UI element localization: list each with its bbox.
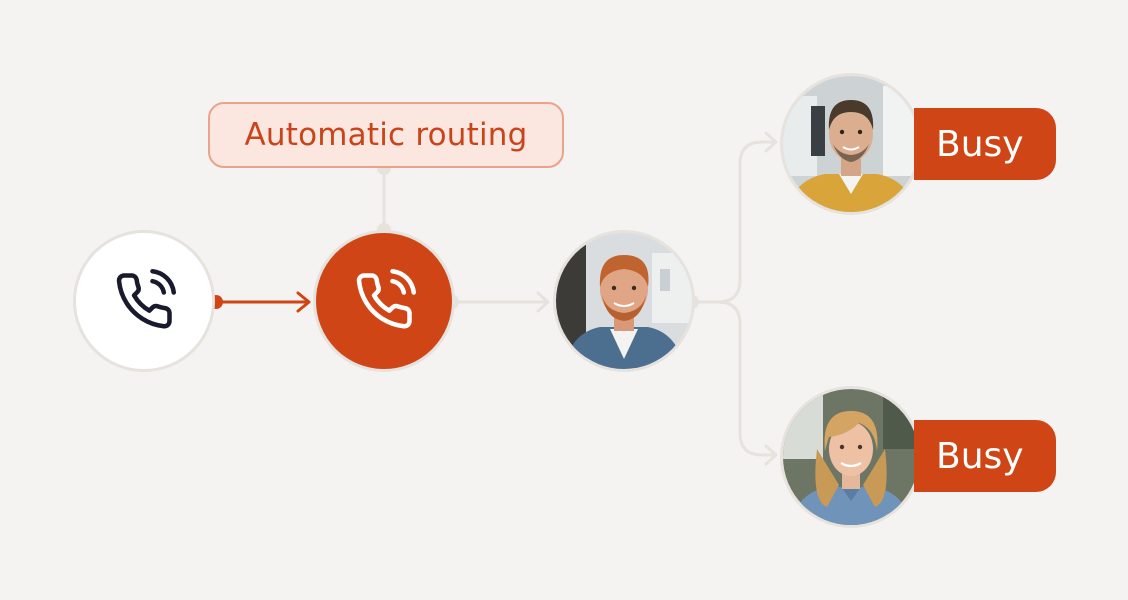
caller-to-router-arrowhead [296, 291, 311, 313]
branch-bottom-arrowhead [764, 444, 778, 466]
agent-avatar-top [780, 73, 922, 215]
phone-ringing-icon [116, 268, 177, 329]
branch-to-top-line [695, 140, 775, 304]
status-badge-top: Busy [914, 108, 1056, 180]
agent-avatar-man-red-hair [556, 233, 692, 369]
agent-avatar-man-yellow-sweater [783, 76, 919, 212]
agent-avatar-primary [553, 230, 695, 372]
status-badge-bottom: Busy [914, 420, 1056, 492]
incoming-call-node [73, 230, 215, 372]
branch-to-bottom-line [717, 300, 775, 457]
phone-ringing-icon [356, 268, 417, 329]
automatic-routing-label: Automatic routing [208, 102, 564, 168]
router-to-agent-arrowhead [536, 291, 550, 313]
routing-engine-node [313, 230, 455, 372]
branch-top-arrowhead [764, 131, 778, 153]
agent-avatar-woman-blonde [783, 389, 919, 525]
agent-avatar-bottom [780, 386, 922, 528]
